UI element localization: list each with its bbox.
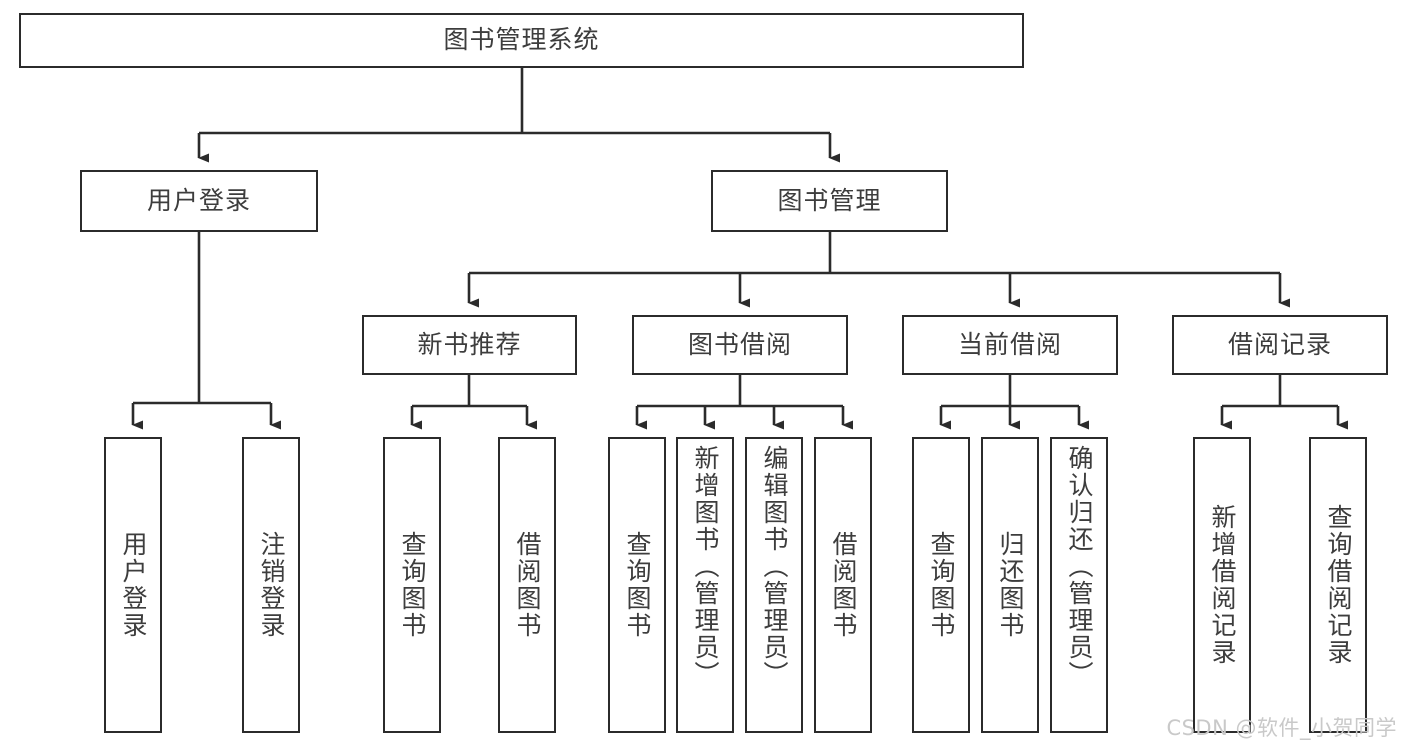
- leaf-add-book-admin[interactable]: 新增图书（管理员）: [676, 437, 734, 733]
- leaf-query-book-current[interactable]: 查询图书: [912, 437, 970, 733]
- node-current-borrow[interactable]: 当前借阅: [902, 315, 1118, 375]
- leaf-query-borrow-record-label: 查询借阅记录: [1324, 504, 1353, 666]
- leaf-borrow-book[interactable]: 借阅图书: [814, 437, 872, 733]
- node-current-borrow-label: 当前借阅: [957, 329, 1062, 359]
- leaf-query-borrow-record[interactable]: 查询借阅记录: [1309, 437, 1367, 733]
- leaf-borrow-book-recommend[interactable]: 借阅图书: [498, 437, 556, 733]
- leaf-query-book-recommend-label: 查询图书: [398, 531, 427, 639]
- leaf-confirm-return-admin-label: 确认归还（管理员）: [1065, 445, 1094, 688]
- leaf-edit-book-admin-label: 编辑图书（管理员）: [760, 445, 789, 688]
- leaf-confirm-return-admin[interactable]: 确认归还（管理员）: [1050, 437, 1108, 733]
- leaf-add-book-admin-label: 新增图书（管理员）: [691, 445, 720, 688]
- leaf-return-book-label: 归还图书: [996, 531, 1025, 639]
- leaf-user-login-label: 用户登录: [119, 531, 148, 639]
- node-root-label: 图书管理系统: [443, 25, 600, 55]
- leaf-borrow-book-label: 借阅图书: [829, 531, 858, 639]
- leaf-return-book[interactable]: 归还图书: [981, 437, 1039, 733]
- node-borrow-records[interactable]: 借阅记录: [1172, 315, 1388, 375]
- leaf-edit-book-admin[interactable]: 编辑图书（管理员）: [745, 437, 803, 733]
- leaf-borrow-book-recommend-label: 借阅图书: [513, 531, 542, 639]
- node-new-book-recommend[interactable]: 新书推荐: [362, 315, 577, 375]
- leaf-logout-label: 注销登录: [257, 531, 286, 639]
- leaf-query-book-borrow[interactable]: 查询图书: [608, 437, 666, 733]
- node-borrow-records-label: 借阅记录: [1227, 329, 1332, 359]
- node-book-borrow-label: 图书借阅: [687, 329, 792, 359]
- node-book-borrow[interactable]: 图书借阅: [632, 315, 848, 375]
- leaf-logout[interactable]: 注销登录: [242, 437, 300, 733]
- leaf-add-borrow-record[interactable]: 新增借阅记录: [1193, 437, 1251, 733]
- node-user-login-label: 用户登录: [146, 185, 251, 215]
- node-user-login[interactable]: 用户登录: [80, 170, 318, 232]
- leaf-query-book-borrow-label: 查询图书: [623, 531, 652, 639]
- leaf-query-book-recommend[interactable]: 查询图书: [383, 437, 441, 733]
- leaf-add-borrow-record-label: 新增借阅记录: [1208, 504, 1237, 666]
- node-new-book-recommend-label: 新书推荐: [417, 329, 522, 359]
- node-book-management-label: 图书管理: [777, 185, 882, 215]
- node-book-management[interactable]: 图书管理: [711, 170, 948, 232]
- node-root[interactable]: 图书管理系统: [19, 13, 1024, 68]
- leaf-query-book-current-label: 查询图书: [927, 531, 956, 639]
- leaf-user-login[interactable]: 用户登录: [104, 437, 162, 733]
